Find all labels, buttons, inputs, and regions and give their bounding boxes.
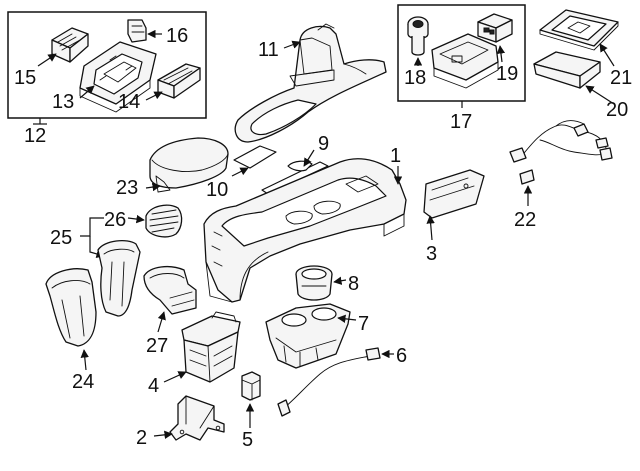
part-25-side-trim[interactable] [97, 239, 141, 317]
part-18-power-socket[interactable] [407, 16, 429, 56]
part-5-connector[interactable] [241, 371, 261, 401]
part-26-vent[interactable] [145, 204, 183, 238]
part-24-rear-trim[interactable] [45, 268, 97, 347]
callout-21: 21 [610, 67, 632, 89]
callout-23: 23 [116, 177, 138, 199]
part-27-duct[interactable] [143, 265, 197, 315]
part-2-mounting-bracket[interactable] [169, 395, 225, 441]
callout-26: 26 [104, 209, 126, 231]
part-19-switch[interactable] [477, 13, 513, 43]
callout-2: 2 [136, 427, 147, 449]
part-22-wiring-harness[interactable] [509, 120, 613, 185]
callout-20: 20 [606, 99, 628, 121]
part-21-tray-mat[interactable] [539, 9, 619, 51]
part-13-shifter-bezel[interactable] [79, 41, 157, 113]
part-14-switch-panel[interactable] [157, 63, 201, 99]
callout-1: 1 [390, 145, 401, 167]
part-20-tray[interactable] [533, 51, 601, 89]
callout-4: 4 [148, 375, 159, 397]
callout-25: 25 [50, 227, 72, 249]
part-16-clip[interactable] [127, 19, 147, 43]
callout-13: 13 [52, 91, 74, 113]
callout-19: 19 [496, 63, 518, 85]
callout-3: 3 [426, 243, 437, 265]
part-1-console-body[interactable] [203, 158, 407, 303]
part-8-cup-insert[interactable] [295, 265, 333, 301]
callout-6: 6 [396, 345, 407, 367]
callout-18: 18 [404, 67, 426, 89]
callout-27: 27 [146, 335, 168, 357]
callout-7: 7 [358, 313, 369, 335]
part-17-bracket[interactable] [431, 33, 499, 89]
callout-22: 22 [514, 209, 536, 231]
part-7-cup-holder[interactable] [265, 303, 351, 369]
callout-10: 10 [206, 179, 228, 201]
callout-17: 17 [450, 111, 472, 133]
callout-12: 12 [24, 125, 46, 147]
callout-8: 8 [348, 273, 359, 295]
part-10-pad[interactable] [233, 145, 277, 169]
callout-5: 5 [242, 429, 253, 451]
callout-14: 14 [118, 91, 140, 113]
callout-11: 11 [258, 39, 279, 61]
part-11-console-panel[interactable] [234, 23, 387, 143]
callout-24: 24 [72, 371, 94, 393]
callout-16: 16 [166, 25, 188, 47]
part-4-storage-box[interactable] [181, 311, 241, 383]
callout-15: 15 [14, 67, 36, 89]
part-3-side-bracket[interactable] [423, 169, 485, 219]
callout-9: 9 [318, 133, 329, 155]
group-box-12 [7, 11, 207, 119]
part-15-switch[interactable] [51, 27, 89, 63]
part-6-cable[interactable] [277, 347, 381, 417]
